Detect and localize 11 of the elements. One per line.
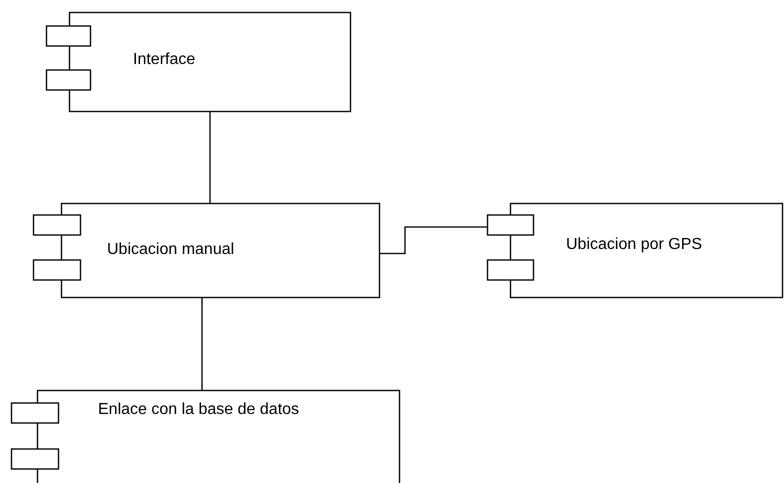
component-label: Interface xyxy=(133,50,196,70)
connector-line xyxy=(380,226,487,254)
component-box xyxy=(11,390,400,483)
component-label: Ubicacion manual xyxy=(107,240,234,260)
component-label: Enlace con la base de datos xyxy=(98,400,300,420)
connector-line xyxy=(201,298,203,390)
component-box xyxy=(33,203,380,298)
component-label: Ubicacion por GPS xyxy=(566,235,702,255)
component-box xyxy=(487,203,783,298)
component-box xyxy=(46,12,351,112)
connector-line xyxy=(209,112,211,203)
